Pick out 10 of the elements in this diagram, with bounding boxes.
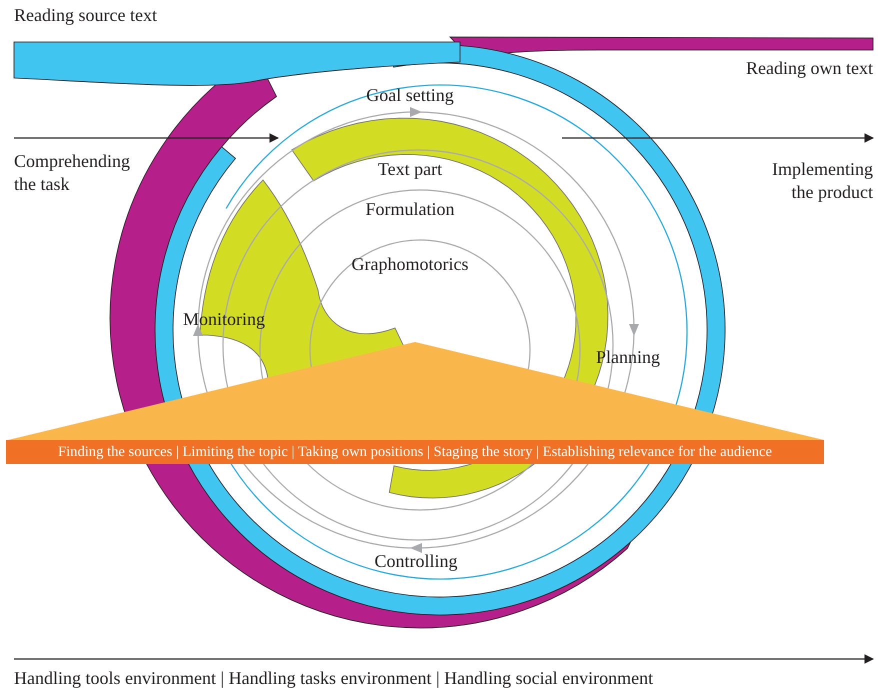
diagram-label: Reading source text: [14, 4, 157, 27]
diagram-label: Comprehending the task: [14, 150, 131, 196]
diagram-label: Reading own text: [746, 57, 873, 80]
diagram-label: Handling tools environment | Handling tasks environment | Handling social environment: [14, 667, 654, 690]
diagram-label: Controlling: [374, 550, 458, 573]
activity-banner: Finding the sources | Limiting the topic | Taking own positions | Staging the story | Establishing relevance for the audience: [6, 440, 824, 464]
diagram-label: Graphomotorics: [352, 253, 468, 276]
diagram-label: Formulation: [366, 198, 454, 221]
diagram-label: Text part: [378, 158, 442, 181]
diagram-label: Implementing the product: [771, 158, 873, 204]
